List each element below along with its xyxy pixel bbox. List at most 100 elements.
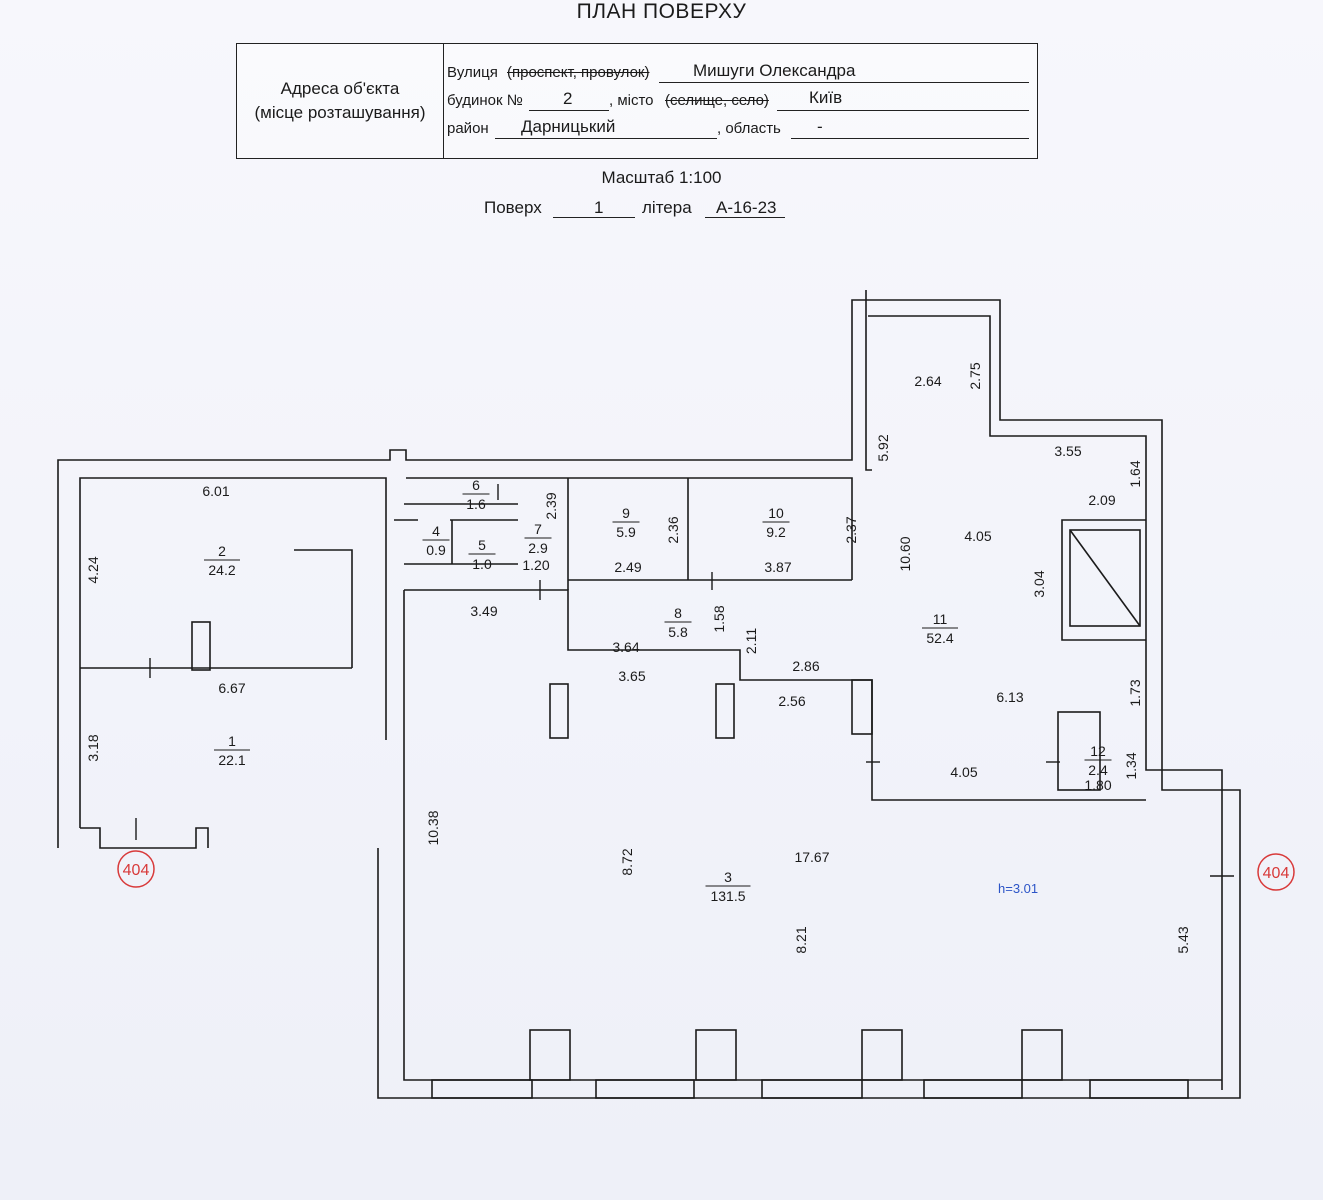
window-1: [431, 1079, 533, 1099]
dimension-label: 3.04: [1031, 570, 1047, 597]
room-number: 8: [674, 605, 682, 621]
room-area: 24.2: [208, 562, 235, 578]
dimension-label: 6.01: [202, 483, 229, 499]
dimension-label: 2.75: [967, 362, 983, 389]
street-row: Вулиця (проспект, провулок) Мишуги Олекс…: [447, 60, 1031, 86]
city-underline: [777, 110, 1029, 111]
dimension-label: 8.72: [619, 848, 635, 875]
region-label: , область: [717, 120, 781, 137]
region-value: -: [817, 117, 823, 136]
floor-underline: [553, 217, 635, 218]
pilaster-mid3: [851, 679, 873, 735]
dimension-label: 8.21: [793, 926, 809, 953]
window-4: [923, 1079, 1023, 1099]
district-label: район: [447, 120, 489, 137]
pier-4: [1021, 1029, 1063, 1081]
address-values-cell: Вулиця (проспект, провулок) Мишуги Олекс…: [445, 44, 1037, 158]
outer-wall-line: [57, 299, 1241, 1099]
letter-underline: [705, 217, 785, 218]
room-number: 10: [768, 505, 784, 521]
district-row: район Дарницький , область -: [447, 116, 1031, 142]
dimension-label: 10.60: [897, 536, 913, 571]
dimension-label: 3.55: [1054, 443, 1081, 459]
house-value: 2: [563, 89, 573, 108]
city-label: , місто: [609, 92, 654, 109]
dimension-label: 2.64: [914, 373, 941, 389]
outer-walls: [57, 290, 1241, 1099]
window-2: [595, 1079, 695, 1099]
room-number: 4: [432, 523, 440, 539]
dimension-label: 6.67: [218, 680, 245, 696]
room-area: 52.4: [926, 630, 953, 646]
scale-text: Масштаб 1:100: [601, 168, 722, 187]
dimension-label: 2.56: [778, 693, 805, 709]
door-ticks: [135, 484, 1234, 877]
address-label-line1: Адреса об'єкта: [280, 79, 400, 98]
pier-2: [695, 1029, 737, 1081]
windows-bottom: [431, 1029, 1189, 1099]
dimension-label: 1.80: [1084, 777, 1111, 793]
inner-wall-left: [79, 477, 387, 828]
window-3: [761, 1079, 863, 1099]
window-5: [1089, 1079, 1189, 1099]
dimension-label: 1.58: [711, 605, 727, 632]
dimension-label: 1.20: [522, 557, 549, 573]
street-underline: [659, 82, 1029, 83]
room-number: 5: [478, 537, 486, 553]
room-area: 5.8: [668, 624, 688, 640]
room-number: 12: [1090, 743, 1106, 759]
dimension-label: 1.34: [1123, 752, 1139, 779]
axis-circle-left: [117, 850, 155, 888]
dimension-label: 17.67: [794, 849, 829, 865]
dimension-label: 2.09: [1088, 492, 1115, 508]
room-number: 7: [534, 521, 542, 537]
wall-service: [406, 477, 853, 580]
shaft-box: [1069, 529, 1141, 627]
house-underline: [529, 110, 609, 111]
room-area: 0.9: [426, 542, 446, 558]
inner-wall-right: [868, 315, 1223, 1090]
region-underline: [791, 138, 1029, 139]
room-label-8: 85.8: [664, 605, 692, 640]
letter-value: А-16-23: [716, 198, 777, 217]
room-label-9: 95.9: [612, 505, 640, 540]
inner-wall-top: [865, 290, 872, 471]
street-value: Мишуги Олександра: [693, 61, 856, 80]
room12-box: [1057, 711, 1101, 791]
house-row: будинок № 2 , місто (селище, село) Київ: [447, 88, 1031, 114]
dimension-label: 2.86: [792, 658, 819, 674]
room-label-7: 72.9: [524, 521, 552, 556]
room-label-6: 61.6: [462, 477, 490, 512]
axis-mark-left: 404: [117, 850, 155, 888]
dimension-label: 3.18: [85, 734, 101, 761]
address-label-cell: Адреса об'єкта (місце розташування): [237, 44, 444, 158]
room-number: 1: [228, 733, 236, 749]
district-value: Дарницький: [521, 117, 616, 136]
room-number: 9: [622, 505, 630, 521]
wall-bottom-left: [80, 827, 209, 849]
room-label-1: 122.1: [214, 733, 250, 768]
dimension-label: 4.05: [964, 528, 991, 544]
room-area: 9.2: [766, 524, 786, 540]
room-number: 6: [472, 477, 480, 493]
shaft-diagonal: [1069, 529, 1141, 627]
floor-label: Поверх: [484, 198, 542, 217]
street-label: Вулиця: [447, 64, 498, 81]
dimension-label: 2.37: [843, 516, 859, 543]
room-label-4: 40.9: [422, 523, 450, 558]
dimension-label: 5.92: [875, 434, 891, 461]
inner-wall-shaft: [1061, 519, 1146, 641]
pilaster-left: [191, 621, 211, 671]
house-label: будинок №: [447, 92, 523, 109]
dimension-label: 6.13: [996, 689, 1023, 705]
room-number: 3: [724, 869, 732, 885]
dimension-label: 2.49: [614, 559, 641, 575]
dimension-label: 2.39: [543, 492, 559, 519]
floor-value: 1: [594, 198, 604, 217]
room-area: 5.9: [616, 524, 636, 540]
dimension-label: 2.11: [743, 628, 759, 654]
